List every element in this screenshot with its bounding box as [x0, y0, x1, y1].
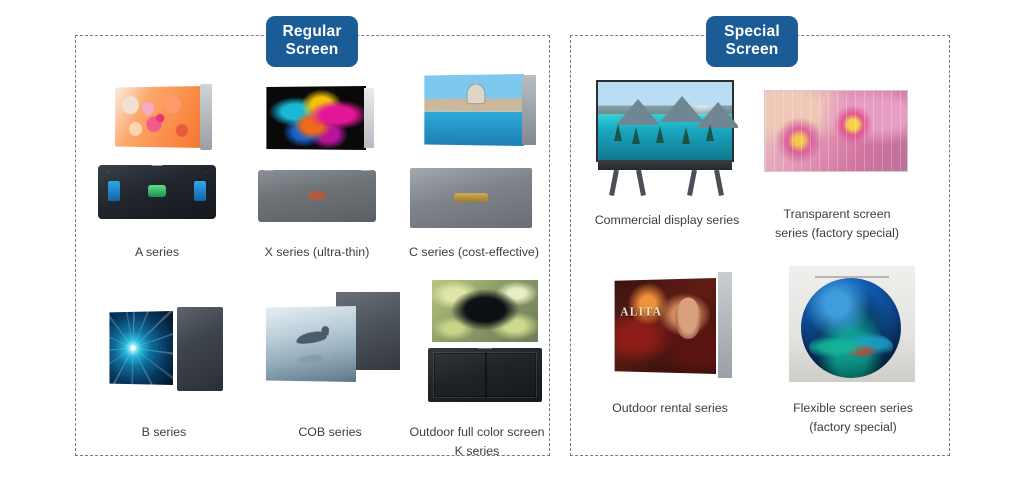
- b-series-image: [105, 305, 223, 391]
- transparent-screen-image: [764, 90, 908, 172]
- x-series-caption: X series (ultra-thin): [264, 245, 370, 259]
- b-series-caption: B series: [141, 425, 187, 439]
- regular-screen-badge: Regular Screen: [266, 16, 358, 67]
- regular-badge-line2: Screen: [285, 41, 339, 58]
- cob-series-image: [260, 292, 400, 388]
- c-series-cabinet-image: [410, 168, 532, 228]
- commercial-display-image: [596, 80, 738, 198]
- special-screen-badge: Special Screen: [706, 16, 798, 67]
- transparent-screen-caption: Transparent screen series (factory speci…: [775, 207, 899, 240]
- cob-series-caption: COB series: [298, 425, 362, 439]
- special-badge-line2: Screen: [725, 41, 779, 58]
- c-series-caption: C series (cost-effective): [409, 245, 539, 259]
- x-series-cabinet-image: [258, 170, 376, 222]
- a-series-caption: A series: [134, 245, 180, 259]
- k-series-caption: Outdoor full color screen K series: [409, 425, 545, 458]
- a-series-cabinet-image: [98, 165, 216, 219]
- c-series-front-image: [418, 74, 536, 146]
- x-series-front-image: [262, 86, 374, 150]
- a-series-front-image: [108, 84, 212, 150]
- flexible-screen-caption: Flexible screen series (factory special): [793, 401, 913, 434]
- flexible-screen-image: [789, 266, 915, 382]
- k-series-cabinet-image: [428, 348, 542, 402]
- special-badge-line1: Special: [724, 23, 780, 40]
- outdoor-rental-caption: Outdoor rental series: [612, 401, 728, 415]
- regular-badge-line1: Regular: [282, 23, 342, 40]
- commercial-display-caption: Commercial display series: [594, 213, 740, 227]
- outdoor-rental-image: ALITA: [604, 272, 732, 378]
- k-series-front-image: [432, 280, 538, 342]
